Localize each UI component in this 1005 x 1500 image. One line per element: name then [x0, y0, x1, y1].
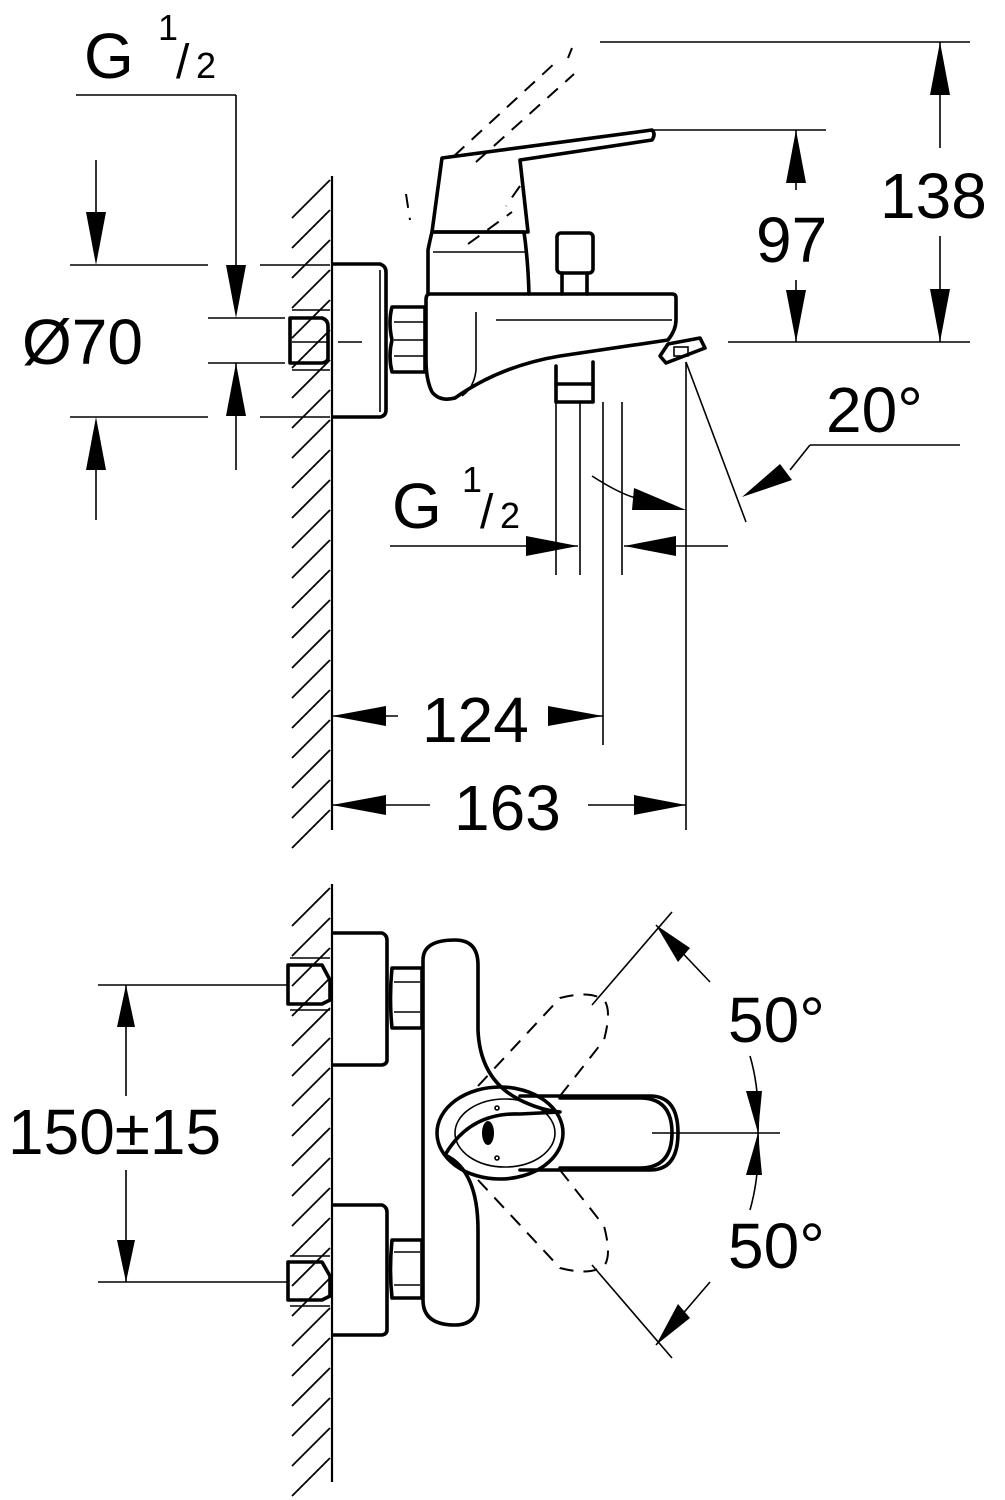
aerator	[658, 336, 707, 365]
dim-angle-spout	[591, 361, 960, 523]
wall-hatch-line	[291, 1397, 331, 1437]
wall-hatch-line	[291, 629, 331, 669]
wall-hatch-line	[291, 1217, 331, 1257]
label-thread-top-num: 1	[158, 7, 178, 48]
wall-hatch-line	[291, 1127, 331, 1167]
label-thread-bottom-prefix: G	[392, 470, 442, 542]
wall-hatch-line	[291, 689, 331, 729]
wall-hatch-line	[291, 659, 331, 699]
lever-down-dashed	[477, 1169, 609, 1273]
wall-hatch-line	[291, 569, 331, 609]
lever-top	[435, 1085, 680, 1181]
wall-hatch-line	[291, 209, 331, 249]
outlet-pipe	[554, 360, 623, 745]
wall-flange	[331, 262, 388, 419]
dim-thread-bottom	[390, 536, 728, 556]
label-thread-bottom-den: 2	[500, 495, 520, 536]
label-spout-angle: 20°	[826, 374, 923, 446]
wall-hatch-line	[291, 389, 331, 429]
label-diameter: Ø70	[22, 306, 143, 378]
flange-lower	[331, 1203, 389, 1337]
wall-hatch-line	[291, 1007, 331, 1047]
wall-hatch-line	[291, 779, 331, 819]
dim-thread-top	[76, 94, 285, 470]
label-angle-up: 50°	[728, 984, 825, 1056]
hex-nut	[388, 305, 427, 374]
label-thread-bottom-num: 1	[462, 459, 482, 500]
body-plate	[421, 938, 562, 1327]
wall-hatch-line	[291, 719, 331, 759]
label-thread-bottom-slash: /	[480, 486, 494, 539]
hex-nut-lower	[388, 1238, 424, 1300]
side-view: G 1 / 2 Ø70 97 138 20° G 1 / 2 124 163	[22, 7, 987, 849]
dim-center-distance	[98, 984, 288, 1283]
label-height-lever: 97	[756, 204, 827, 276]
wall-hatch-line	[291, 947, 331, 987]
wall-hatch-line	[291, 269, 331, 309]
connector-upper	[286, 963, 332, 1006]
label-thread-top-slash: /	[176, 36, 190, 89]
wall-top	[291, 884, 334, 1497]
angle-arrow-top	[656, 925, 690, 962]
lever-up-dashed	[477, 993, 609, 1097]
flange-upper	[331, 931, 389, 1067]
wall-hatch-line	[291, 179, 331, 219]
dim-diameter	[70, 160, 330, 520]
wall-hatch-line	[291, 917, 331, 957]
label-thread-top-den: 2	[196, 45, 216, 86]
wall-hatch-line	[291, 1427, 331, 1467]
wall-hatch-line	[291, 1247, 331, 1287]
label-depth-outlet: 124	[422, 684, 529, 756]
wall-hatch-line	[291, 479, 331, 519]
mixer-body	[424, 292, 678, 401]
wall-hatch-line	[291, 509, 331, 549]
dim-heights	[600, 41, 970, 343]
hex-nut-upper	[388, 966, 424, 1030]
wall-hatch-line	[291, 1157, 331, 1197]
connector-lower	[286, 1260, 332, 1302]
wall-hatch-line	[291, 1187, 331, 1227]
lever-raised-dashed	[405, 47, 575, 245]
label-depth-total: 163	[454, 772, 561, 844]
wall-hatch-line	[291, 419, 331, 459]
label-height-total: 138	[880, 160, 987, 232]
wall-hatch-line	[291, 1067, 331, 1107]
wall-hatch-line	[291, 1307, 331, 1347]
wall-hatch-line	[291, 1457, 331, 1497]
label-center-distance: 150±15	[8, 1096, 221, 1168]
label-thread-top-prefix: G	[84, 20, 134, 92]
angle-arrow-bottom	[656, 1304, 690, 1345]
wall-hatch-line	[291, 1367, 331, 1407]
lever-handle	[430, 128, 656, 234]
wall-hatch-line	[291, 599, 331, 639]
wall-hatch-line	[291, 1277, 331, 1317]
wall-hatch-line	[291, 887, 331, 927]
wall-connector	[288, 316, 330, 365]
top-view: 150±15 50° 50°	[8, 884, 825, 1497]
cartridge	[426, 230, 531, 296]
wall-hatch-line	[291, 1097, 331, 1137]
wall-hatch-line	[291, 239, 331, 279]
wall-hatch-line	[291, 539, 331, 579]
label-angle-down: 50°	[728, 1210, 825, 1282]
wall-hatch-line	[291, 809, 331, 849]
diverter-knob	[555, 231, 595, 296]
wall-hatch-line	[291, 1037, 331, 1077]
wall-hatch-line	[291, 359, 331, 399]
wall-hatch-line	[291, 1337, 331, 1377]
dim-depths	[332, 706, 686, 815]
wall-side	[291, 176, 334, 849]
wall-hatch-line	[291, 749, 331, 789]
wall-hatch-line	[291, 449, 331, 489]
